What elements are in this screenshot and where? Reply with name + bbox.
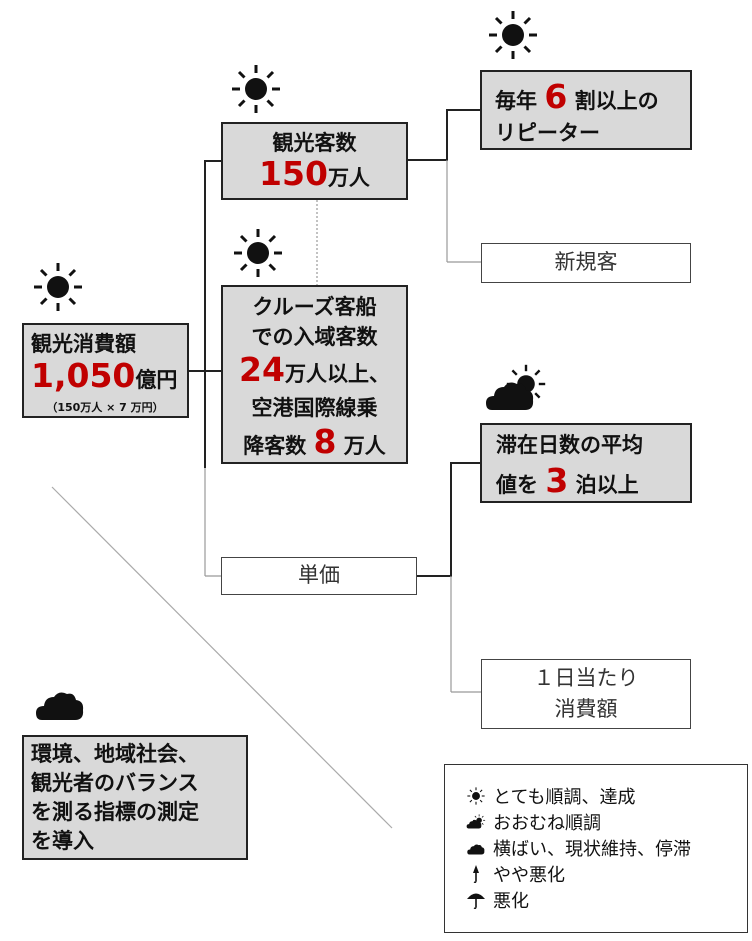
cruise-suffix2: 万人 xyxy=(343,434,386,458)
unit-price-box: 単価 xyxy=(221,557,417,595)
root-value: 1,050 xyxy=(31,356,136,395)
stay-line1: 滞在日数の平均 xyxy=(496,433,643,457)
sun-icon xyxy=(465,787,487,805)
diagonal-separator xyxy=(51,486,393,829)
indicator-box: 環境、地域社会、 観光者のバランス を測る指標の測定 を導入 xyxy=(22,735,248,860)
visitors-value: 150 xyxy=(259,154,328,193)
daily-spend-line2: 消費額 xyxy=(554,697,618,721)
repeaters-line2: リピーター xyxy=(495,121,600,145)
stay-box: 滞在日数の平均 値を 3 泊以上 xyxy=(480,423,692,503)
visitors-unit: 万人 xyxy=(327,166,370,190)
sun-icon xyxy=(230,63,282,118)
root-note: （150万人 × 7 万円） xyxy=(46,401,164,414)
cruise-line1: クルーズ客船 xyxy=(252,295,377,319)
daily-spend-line1: １日当たり xyxy=(533,666,639,690)
repeaters-box: 毎年 6 割以上の リピーター xyxy=(480,70,692,150)
legend-item: とても順調、達成 xyxy=(465,783,747,809)
new-customers-box: 新規客 xyxy=(481,243,691,283)
indicator-line: 環境、地域社会、 xyxy=(31,742,199,766)
cruise-box: クルーズ客船 での入域客数 24万人以上、 空港国際線乗 降客数 8 万人 xyxy=(221,285,408,464)
stay-value: 3 xyxy=(545,461,569,500)
cruise-line4: 空港国際線乗 xyxy=(251,396,378,420)
new-customers-label: 新規客 xyxy=(554,250,618,274)
visitors-box: 観光客数 150万人 xyxy=(221,122,408,200)
repeaters-suffix: 割以上の xyxy=(574,89,659,113)
indicator-line: 観光者のバランス xyxy=(31,771,199,795)
visitors-title: 観光客数 xyxy=(272,131,357,155)
legend-item: おおむね順調 xyxy=(465,809,747,835)
cloud-icon xyxy=(33,680,87,728)
legend-item: やや悪化 xyxy=(465,861,747,887)
stay-suffix: 泊以上 xyxy=(575,473,639,497)
daily-spend-box: １日当たり 消費額 xyxy=(481,659,691,729)
cloud-icon xyxy=(465,840,487,856)
repeaters-value: 6 xyxy=(544,77,568,116)
legend-label: 横ばい、現状維持、停滞 xyxy=(493,839,691,860)
unit-price-label: 単価 xyxy=(298,563,340,587)
legend-item: 横ばい、現状維持、停滞 xyxy=(465,835,747,861)
sun-icon xyxy=(32,261,84,316)
cruise-value2: 8 xyxy=(313,422,337,461)
indicator-line: を導入 xyxy=(31,829,94,853)
sun-cloud-icon xyxy=(484,363,548,422)
legend-item: 悪化 xyxy=(465,887,747,913)
legend-label: とても順調、達成 xyxy=(493,787,636,808)
cruise-value1: 24 xyxy=(239,350,285,389)
root-unit: 億円 xyxy=(135,368,178,392)
cruise-prefix5: 降客数 xyxy=(243,434,307,458)
repeaters-prefix: 毎年 xyxy=(495,89,537,113)
closed-umbrella-icon xyxy=(465,865,487,883)
root-title: 観光消費額 xyxy=(31,332,136,356)
sun-icon xyxy=(232,227,284,282)
indicator-line: を測る指標の測定 xyxy=(31,800,199,824)
legend: とても順調、達成 おおむね順調 横ばい、現状維持、停滞 やや悪化 xyxy=(444,764,748,933)
stay-prefix: 値を xyxy=(496,473,538,497)
cruise-line2: での入域客数 xyxy=(251,325,378,349)
cruise-suffix1: 万人以上、 xyxy=(284,362,390,386)
root-box-consumption: 観光消費額 1,050億円 （150万人 × 7 万円） xyxy=(22,323,189,418)
legend-label: やや悪化 xyxy=(493,865,565,886)
umbrella-icon xyxy=(465,891,487,909)
legend-label: 悪化 xyxy=(493,891,529,912)
sun-cloud-icon xyxy=(465,813,487,831)
sun-icon xyxy=(487,9,539,64)
legend-label: おおむね順調 xyxy=(493,813,601,834)
